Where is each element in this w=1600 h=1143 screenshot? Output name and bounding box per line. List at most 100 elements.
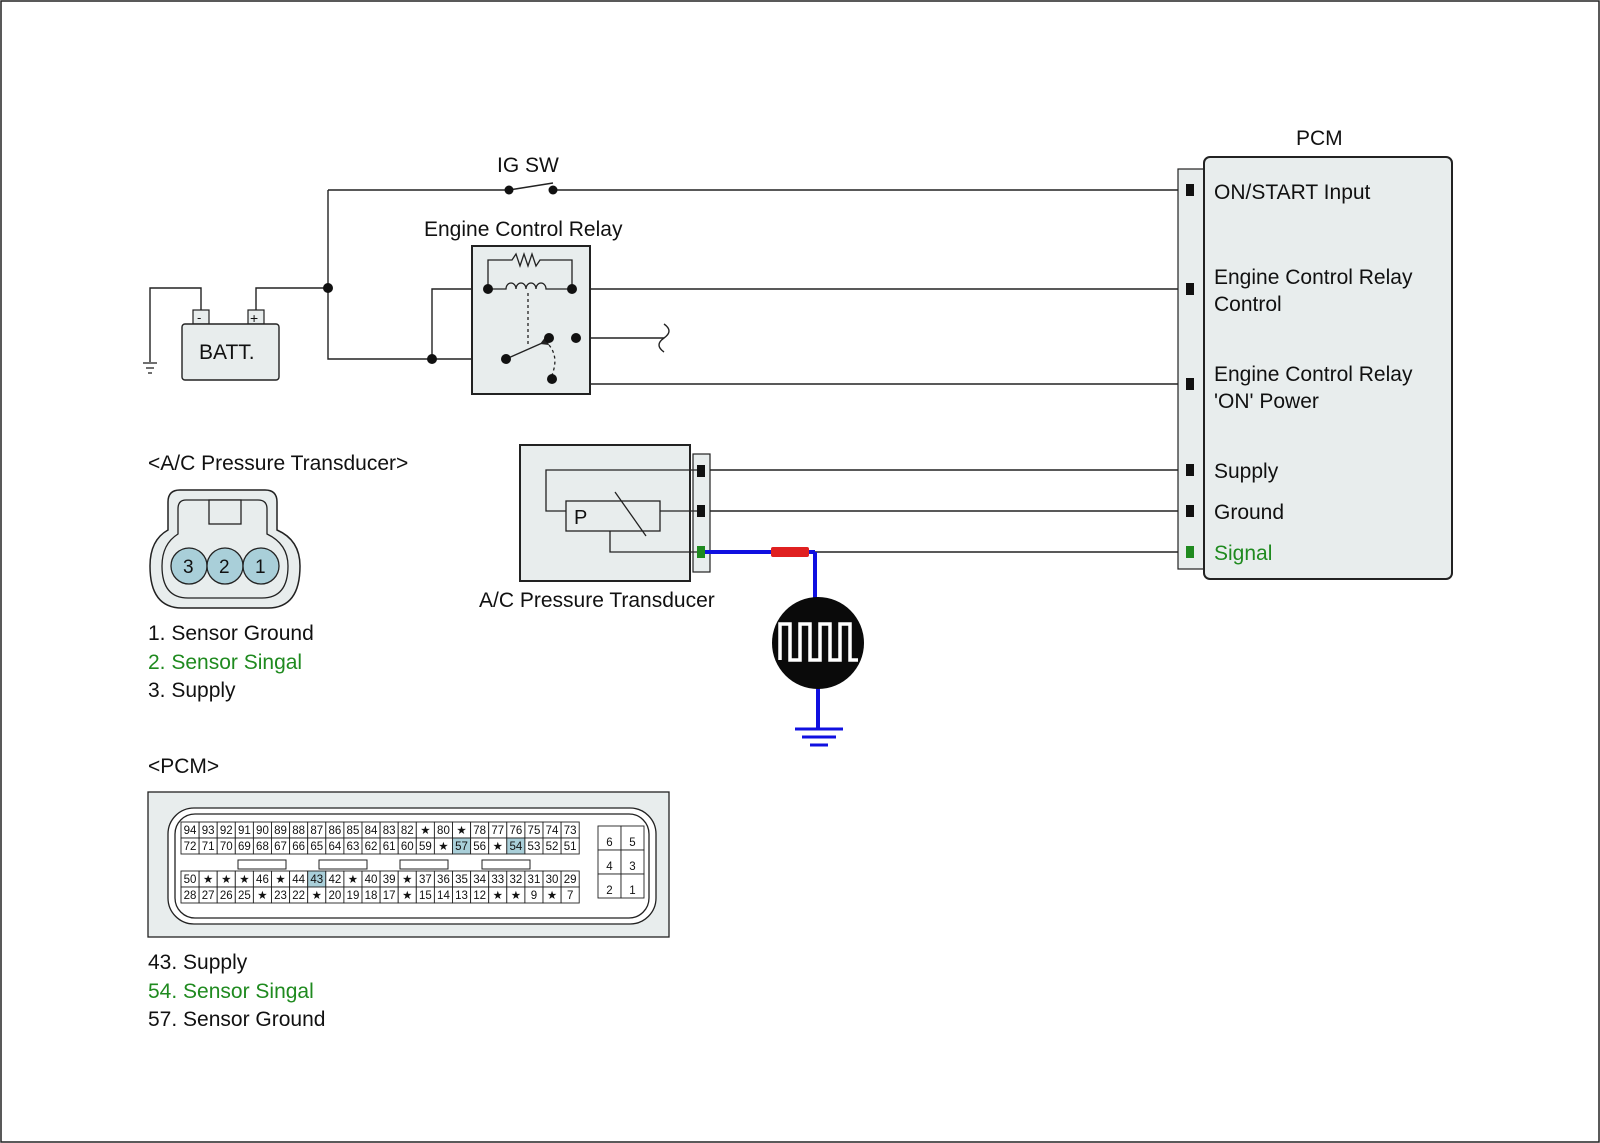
pcm-pin-2-12: 61 — [383, 841, 396, 853]
pcm-pin-3-13: ★ — [402, 874, 412, 886]
pcm-pin-2-9: 64 — [328, 841, 341, 853]
pcm-pin-1-12: 83 — [383, 825, 396, 837]
pcm-pin-2-22: 51 — [564, 841, 577, 853]
pcm-pin-2-18: ★ — [493, 841, 503, 853]
pcm-pin-3-21: 30 — [546, 874, 559, 886]
pcm-pin-4-2: 27 — [202, 890, 215, 902]
pcm-pin-2-17: 56 — [473, 841, 486, 853]
ac-pressure-transducer: P — [519, 444, 711, 582]
signal-probe — [705, 547, 843, 747]
pcm-ecr-control-label: Engine Control Relay — [1214, 266, 1413, 289]
pcm-ground-label: Ground — [1214, 501, 1284, 524]
pcm-pin-2-6: 67 — [274, 841, 287, 853]
pcm-pin-4-20: 9 — [531, 890, 537, 902]
pcm-pin-on-start — [1186, 184, 1194, 196]
pcm-pin-2-21: 52 — [546, 841, 559, 853]
pcm-pin-1-20: 75 — [528, 825, 541, 837]
pcm-side-pin-4: 4 — [606, 861, 613, 873]
pcm-pin-4-3: 26 — [220, 890, 233, 902]
pcm-pin-2-5: 68 — [256, 841, 269, 853]
engine-control-relay — [471, 245, 591, 395]
pcm-pin-2-19: 54 — [509, 841, 522, 853]
pcm-pin-2-20: 53 — [528, 841, 541, 853]
pcm-pin-1-18: 77 — [491, 825, 504, 837]
pcm-pin-2-16: 57 — [455, 841, 468, 853]
pcm-pin-2-8: 65 — [310, 841, 323, 853]
pcm-pin-2-3: 70 — [220, 841, 233, 853]
pcm-pin-1-1: 94 — [184, 825, 197, 837]
pcm-signal-label: Signal — [1214, 542, 1272, 565]
pcm-pin-3-1: 50 — [184, 874, 197, 886]
pcm-pin-1-4: 91 — [238, 825, 251, 837]
ac-legend-2: 2. Sensor Singal — [148, 651, 302, 674]
pcm-pin-1-9: 86 — [328, 825, 341, 837]
pcm-pin-4-12: 17 — [383, 890, 396, 902]
pcm-ecr-control-label-2: Control — [1214, 293, 1282, 316]
pcm-pin-4-4: 25 — [238, 890, 251, 902]
pcm-pin-1-13: 82 — [401, 825, 414, 837]
pcm-pin-1-5: 90 — [256, 825, 269, 837]
pcm-connector-title: <PCM> — [148, 755, 219, 778]
pcm-pin-1-7: 88 — [292, 825, 305, 837]
ac-pressure-transducer-label: A/C Pressure Transducer — [479, 589, 715, 612]
pcm-pin-signal — [1186, 546, 1194, 558]
ac-connector-face: 3 2 1 — [149, 489, 301, 609]
pcm-pin-3-11: 40 — [365, 874, 378, 886]
pcm-on-start-label: ON/START Input — [1214, 181, 1371, 204]
pcm-pin-4-21: ★ — [547, 890, 557, 902]
battery-plus-label: + — [250, 310, 258, 326]
ac-pin-2-label: 2 — [219, 557, 230, 578]
pcm-pin-2-15: ★ — [438, 841, 448, 853]
pcm-side-pin-3: 3 — [629, 861, 635, 873]
pcm-pin-3-10: ★ — [348, 874, 358, 886]
pcm-pin-1-22: 73 — [564, 825, 577, 837]
ac-legend-3: 3. Supply — [148, 679, 236, 702]
pcm-ecr-power-label: Engine Control Relay — [1214, 363, 1413, 386]
pcm-pin-4-11: 18 — [365, 890, 378, 902]
pcm-pin-1-2: 93 — [202, 825, 215, 837]
ac-pin-1-label: 1 — [255, 557, 266, 578]
pcm-legend-2: 54. Sensor Singal — [148, 980, 314, 1003]
pcm-pin-3-8: 43 — [310, 874, 323, 886]
pcm-pin-4-5: ★ — [257, 890, 267, 902]
pcm-module: ON/START Input Engine Control Relay Cont… — [1177, 156, 1453, 580]
pcm-pin-supply — [1186, 464, 1194, 476]
pcm-pin-3-6: ★ — [275, 874, 285, 886]
battery-ground-icon — [143, 362, 157, 374]
pcm-pin-ecr-power — [1186, 378, 1194, 390]
battery-minus-label: - — [197, 310, 201, 325]
sensor-p-label: P — [574, 507, 587, 529]
pcm-pin-1-10: 85 — [347, 825, 360, 837]
pcm-side-pin-1: 1 — [629, 885, 635, 897]
pcm-pin-3-2: ★ — [203, 874, 213, 886]
pcm-pin-2-7: 66 — [292, 841, 305, 853]
pcm-side-pin-5: 5 — [629, 837, 635, 849]
pcm-legend-1: 43. Supply — [148, 951, 248, 974]
pcm-pin-2-11: 62 — [365, 841, 378, 853]
pcm-pin-2-2: 71 — [202, 841, 215, 853]
pcm-pin-3-18: 33 — [491, 874, 504, 886]
pcm-pin-1-8: 87 — [310, 825, 323, 837]
ac-pin-1 — [242, 547, 280, 585]
pcm-pin-3-7: 44 — [292, 874, 305, 886]
pcm-pin-4-14: 15 — [419, 890, 432, 902]
pcm-side-pin-1-cell — [620, 873, 645, 899]
pcm-pin-2-10: 63 — [347, 841, 360, 853]
pcm-pin-1-15: 80 — [437, 825, 450, 837]
ac-legend-1: 1. Sensor Ground — [148, 622, 314, 645]
pcm-label: PCM — [1296, 127, 1343, 150]
pcm-pin-3-19: 32 — [509, 874, 522, 886]
pcm-pin-3-17: 34 — [473, 874, 486, 886]
pcm-pin-1-21: 74 — [546, 825, 559, 837]
pcm-pin-3-3: ★ — [221, 874, 231, 886]
pcm-pin-4-7: 22 — [292, 890, 305, 902]
engine-control-relay-label: Engine Control Relay — [424, 218, 623, 241]
pcm-pin-1-19: 76 — [509, 825, 522, 837]
pcm-pin-1-17: 78 — [473, 825, 486, 837]
pcm-pin-ground — [1186, 505, 1194, 517]
pcm-pin-4-1: 28 — [184, 890, 197, 902]
pcm-pin-3-14: 37 — [419, 874, 432, 886]
battery-label: BATT. — [199, 341, 255, 364]
pcm-pin-4-10: 19 — [347, 890, 360, 902]
